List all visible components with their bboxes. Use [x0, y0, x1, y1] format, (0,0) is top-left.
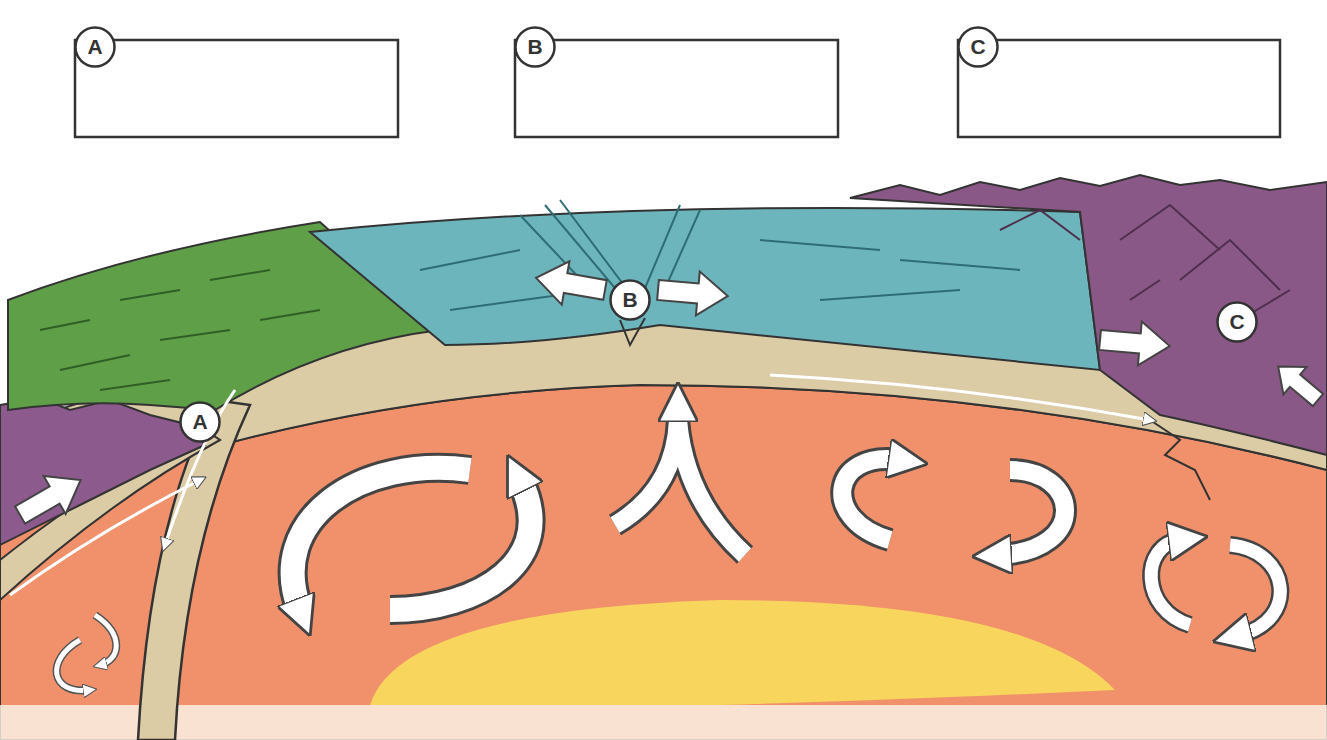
convection-arrow — [1000, 470, 1065, 555]
circle-shape — [959, 28, 998, 67]
suture — [1150, 420, 1210, 500]
callout-circle: C — [957, 26, 999, 68]
circle-shape — [611, 281, 650, 320]
rift-valley — [620, 318, 645, 345]
convection-outline — [1000, 470, 1065, 555]
convection-arrow — [57, 640, 90, 690]
callout-letter: C — [1229, 310, 1244, 334]
callout-circle: A — [74, 26, 116, 68]
convection-outline — [1230, 545, 1280, 635]
convection-arrow — [669, 410, 687, 440]
terrain-lines — [40, 270, 320, 390]
convection-outline — [615, 420, 745, 555]
ocean-floor — [310, 208, 1100, 370]
motion-arrow — [656, 268, 730, 318]
convection-arrow — [842, 459, 900, 540]
callout-letter: A — [192, 410, 207, 434]
mountain-ridges — [1000, 205, 1290, 320]
convection-outline — [57, 640, 90, 690]
callout-letter: A — [87, 35, 102, 59]
slide-arrow — [10, 480, 200, 595]
callout-circle: A — [179, 401, 221, 443]
callout-letter: B — [527, 35, 542, 59]
convection-outline — [1151, 540, 1190, 625]
circle-shape — [516, 28, 555, 67]
slide-arrow — [165, 390, 235, 545]
callout-letter: B — [622, 288, 637, 312]
mountain-range — [850, 175, 1327, 455]
motion-arrow — [1267, 353, 1327, 414]
convection-arrow — [1230, 545, 1280, 635]
convection-outline — [842, 459, 900, 540]
answer-box — [958, 40, 1280, 137]
convection-arrow — [390, 480, 531, 610]
mountain-range — [0, 398, 205, 545]
callout-letter: C — [970, 35, 985, 59]
answer-box — [75, 40, 398, 137]
motion-arrow — [1098, 318, 1172, 368]
callout-circle: C — [1216, 301, 1258, 343]
callout-circle: B — [609, 279, 651, 321]
convection-outline — [95, 615, 116, 665]
motion-arrow — [532, 256, 609, 311]
convection-arrows — [57, 410, 1281, 690]
answer-box — [515, 40, 838, 137]
circle-shape — [76, 28, 115, 67]
callout-circle: B — [514, 26, 556, 68]
core-fade — [0, 705, 1327, 740]
slide-arrows — [10, 375, 1150, 595]
motion-arrow — [9, 461, 92, 534]
circle-shape — [181, 403, 220, 442]
convection-arrow — [615, 420, 745, 555]
convection-outline — [390, 480, 531, 610]
outer-core — [370, 600, 1115, 705]
mantle — [0, 385, 1327, 740]
convection-arrow — [1151, 540, 1190, 625]
circle-shape — [1218, 303, 1257, 342]
slide-arrow — [770, 375, 1150, 420]
convection-arrow — [95, 615, 116, 665]
